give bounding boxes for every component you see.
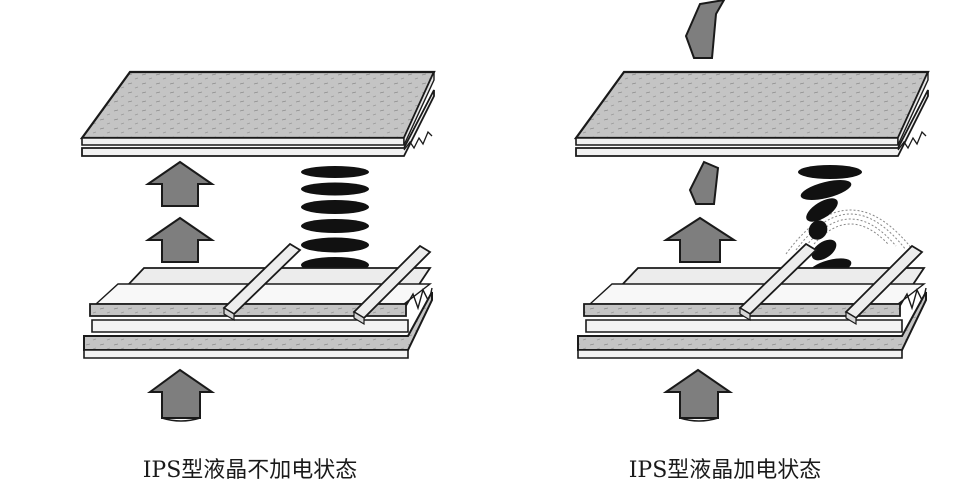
bottom-electrode-substrate [83,267,433,359]
passing-light-arrow [688,160,720,205]
comb-electrode-right [352,244,432,326]
comb-electrode-left [222,242,302,322]
escaping-light-arrow-top [684,0,726,59]
caption-on-state: IPS型液晶加电状态 [628,458,822,483]
comb-electrode-right-on [844,244,924,326]
top-glass-substrate [81,89,435,157]
comb-electrode-left-on [738,242,818,322]
off-state-diagram [79,70,436,422]
top-polarizer [79,70,436,146]
caption-off-state: IPS型液晶不加电状态 [142,458,358,483]
light-arrow-middle [144,216,216,263]
backlight-arrow-on [662,368,734,422]
top-polarizer-on [573,70,930,146]
electric-field-lines [785,209,917,255]
light-arrow-middle-on [662,216,738,263]
light-arrow-upper [144,160,216,207]
on-state-diagram [573,0,930,422]
liquid-crystal-molecules-aligned [301,166,369,292]
backlight-arrow [146,368,216,422]
top-glass-substrate-on [575,89,929,157]
